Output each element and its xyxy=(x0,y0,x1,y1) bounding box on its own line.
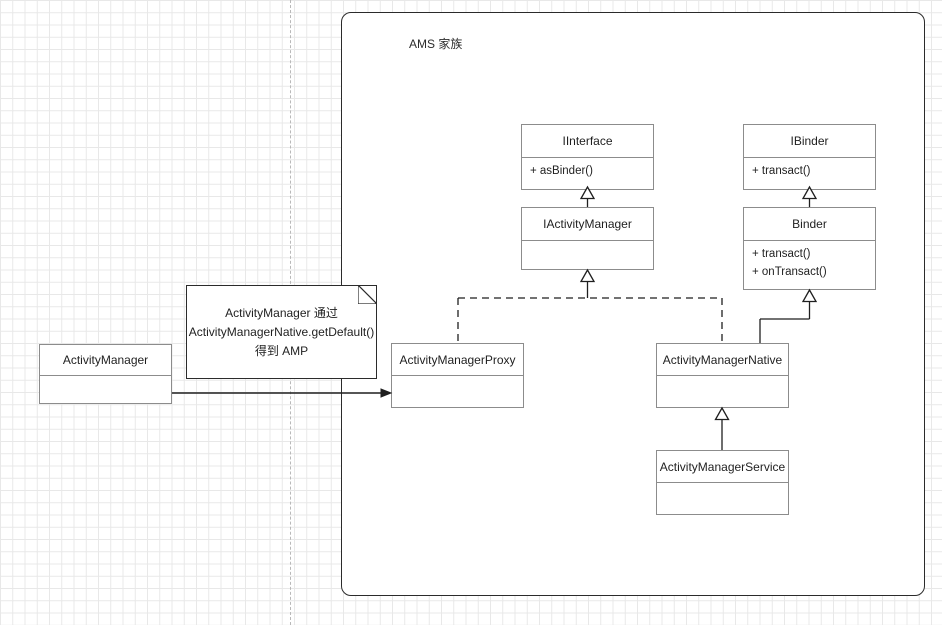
class-box-activitymanagerproxy[interactable]: ActivityManagerProxy xyxy=(391,343,524,408)
note-text: ActivityManager 通过 ActivityManagerNative… xyxy=(187,286,376,378)
class-box-activitymanager[interactable]: ActivityManager xyxy=(39,344,172,404)
note-line: ActivityManager 通过 xyxy=(225,305,338,320)
class-title-activitymanagernative: ActivityManagerNative xyxy=(657,344,788,376)
class-members-iactivitymanager xyxy=(522,241,653,269)
class-title-iactivitymanager: IActivityManager xyxy=(522,208,653,241)
class-members-activitymanagerservice xyxy=(657,483,788,514)
class-box-iinterface[interactable]: IInterface + asBinder() xyxy=(521,124,654,190)
class-title-binder: Binder xyxy=(744,208,875,241)
class-member: + asBinder() xyxy=(530,165,593,177)
class-member: + transact() xyxy=(752,165,811,177)
class-members-binder: + transact() + onTransact() xyxy=(744,241,875,289)
note-box[interactable]: ActivityManager 通过 ActivityManagerNative… xyxy=(186,285,377,379)
class-title-activitymanagerproxy: ActivityManagerProxy xyxy=(392,344,523,376)
class-members-activitymanagerproxy xyxy=(392,376,523,407)
class-title-activitymanagerservice: ActivityManagerService xyxy=(657,451,788,483)
class-member: + onTransact() xyxy=(752,266,827,278)
note-line: ActivityManagerNative.getDefault() xyxy=(188,324,375,339)
class-title-ibinder: IBinder xyxy=(744,125,875,158)
class-member: + transact() xyxy=(752,248,811,260)
class-members-iinterface: + asBinder() xyxy=(522,158,653,189)
class-box-iactivitymanager[interactable]: IActivityManager xyxy=(521,207,654,270)
class-title-iinterface: IInterface xyxy=(522,125,653,158)
note-fold-corner xyxy=(358,285,377,304)
class-title-activitymanager: ActivityManager xyxy=(40,345,171,376)
class-box-activitymanagernative[interactable]: ActivityManagerNative xyxy=(656,343,789,408)
class-members-activitymanagernative xyxy=(657,376,788,407)
class-members-ibinder: + transact() xyxy=(744,158,875,189)
class-box-activitymanagerservice[interactable]: ActivityManagerService xyxy=(656,450,789,515)
group-title-label: AMS 家族 xyxy=(409,37,463,51)
note-line: 得到 AMP xyxy=(254,343,309,358)
group-container-ams-family[interactable] xyxy=(341,12,925,596)
class-box-binder[interactable]: Binder + transact() + onTransact() xyxy=(743,207,876,290)
class-box-ibinder[interactable]: IBinder + transact() xyxy=(743,124,876,190)
class-members-activitymanager xyxy=(40,376,171,403)
